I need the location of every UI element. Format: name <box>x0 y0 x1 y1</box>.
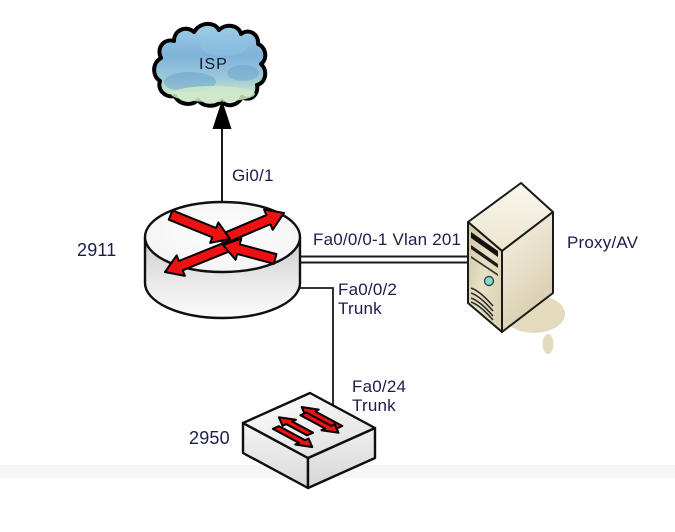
link-router-switch[interactable] <box>292 287 334 408</box>
server-drive-slot <box>471 256 498 276</box>
link-label-fa0-0-2-mode: Trunk <box>338 299 382 318</box>
router-arrow-in-se <box>167 205 235 249</box>
switch-arrow-left <box>272 414 317 437</box>
isp-label: ISP <box>199 56 228 73</box>
switch-icon[interactable] <box>241 391 377 490</box>
switch-arrows <box>260 404 354 450</box>
router-label: 2911 <box>77 240 117 260</box>
switch-label: 2950 <box>189 428 230 448</box>
link-label-fa0-0-2: Fa0/0/2 <box>338 280 398 299</box>
switch-top-face <box>241 391 377 460</box>
link-label-fa0-24-mode: Trunk <box>352 396 396 415</box>
isp-cloud-icon[interactable] <box>152 21 268 108</box>
cloud-texture <box>227 65 259 81</box>
link-label-vlan201: Fa0/0/0-1 Vlan 201 <box>313 230 462 249</box>
server-drive-slot <box>471 245 498 268</box>
cloud-texture <box>171 86 255 102</box>
switch-arrow-right <box>297 411 346 436</box>
router-arrow-in-nw <box>220 234 278 269</box>
server-vents <box>470 287 494 321</box>
server-drive-slot <box>471 232 498 257</box>
server-power-button <box>483 275 495 287</box>
switch-arrow-right <box>269 425 319 451</box>
router-arrows <box>161 203 288 282</box>
server-shadow-drop <box>542 334 554 354</box>
server-icon[interactable] <box>467 182 565 354</box>
router-icon[interactable] <box>143 200 302 320</box>
link-label-gi0-1: Gi0/1 <box>232 166 274 185</box>
link-label-fa0-24: Fa0/24 <box>352 377 407 396</box>
links-layer <box>212 100 470 408</box>
cloud-texture <box>200 34 248 56</box>
link-arrowhead-up <box>212 100 232 129</box>
server-label: Proxy/AV <box>567 233 639 252</box>
